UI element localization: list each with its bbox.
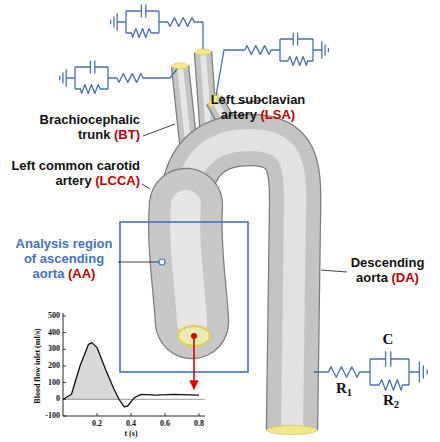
leader-line [118,262,159,263]
abbreviation: (LCCA) [95,173,140,188]
tick-label: 0.6 [153,419,177,429]
windkessel-circuit [60,60,152,93]
aorta-highlight [185,140,295,430]
tick-label: 0.4 [119,419,143,429]
symbol-letter: R [336,380,347,396]
vessel-label: Descending aorta (DA) [340,255,435,285]
abbreviation: (BT) [114,127,140,142]
axis-ticks [63,316,199,416]
leader-line [143,124,175,136]
tick-label: 0.2 [85,419,109,429]
windkessel-circuit [236,32,328,65]
circuit-wire [202,22,203,49]
symbol-letter: R [383,392,394,408]
symbol-index: 1 [347,387,352,398]
circuit-wire [216,50,236,96]
abbreviation: (AA) [68,266,95,281]
windkessel-circuit [318,351,427,390]
capacitor-label: C [378,331,398,348]
axis-title: t (s) [111,429,151,439]
abbreviation: (DA) [391,270,418,285]
label-part: Analysis region of ascending aorta [16,236,113,281]
vessel-label: Brachiocephalic trunk (BT) [18,112,140,142]
inlet-point [191,333,197,339]
inlet-arrow [193,337,195,389]
flow-curve [63,343,199,407]
abbreviation: (LSA) [261,107,296,122]
analysis-region-box [120,222,248,372]
flow-area [63,343,119,400]
tick-label: -100 [36,411,60,421]
plot-axes [63,313,205,416]
aorta-outline [185,140,295,430]
outlet-face [172,63,188,69]
outlet-face [195,49,211,55]
outlet-face [267,426,317,435]
aorta-body [185,140,295,430]
circuit-wire [314,371,318,373]
vessel-label: Left common carotid artery (LCCA) [4,158,140,188]
vessel-label: Left subclavian artery (LSA) [201,92,316,122]
tick-label: 0.8 [187,419,211,429]
leader-line [142,184,150,189]
circuit-wire [152,69,177,78]
symbol-index: 2 [394,399,399,410]
tick-label: 500 [36,311,60,321]
resistor-label: R2 [379,392,403,409]
axis-title: Blood flow inlet (ml/s) [33,311,43,421]
resistor-label: R1 [332,380,356,397]
region-label: Analysis region of ascending aorta (AA) [12,236,116,281]
leader-line [321,270,347,272]
analysis-point [159,259,165,265]
windkessel-circuit [111,4,203,37]
